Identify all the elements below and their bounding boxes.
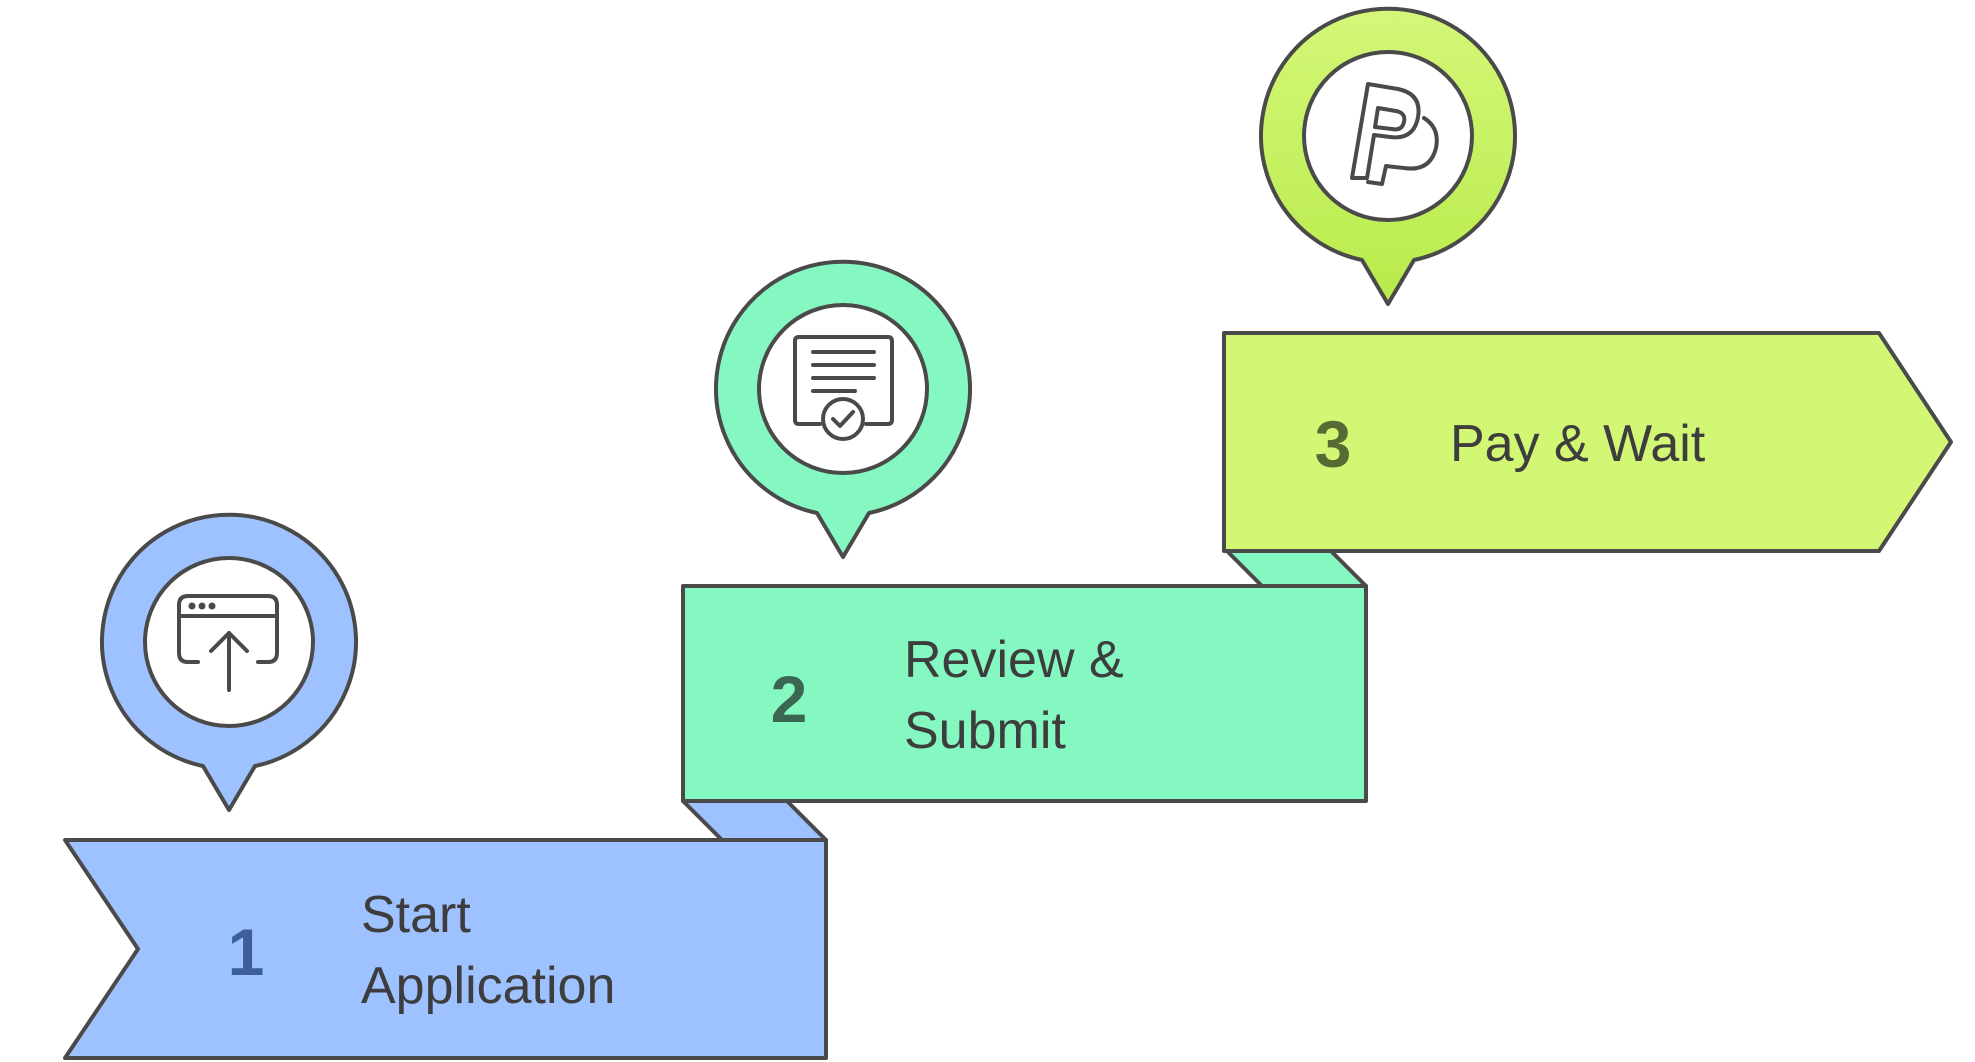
step-1-label-line-1: Start <box>361 886 471 944</box>
step-2-banner <box>681 584 1368 803</box>
document-check-icon <box>793 335 894 441</box>
step-2-pin <box>714 259 972 559</box>
step-2-number: 2 <box>771 662 808 736</box>
step-1-label-line-2: Application <box>361 957 615 1015</box>
step-2-label: Review & Submit <box>904 631 1138 760</box>
step-3-label: Pay & Wait <box>1450 415 1706 473</box>
step-3-number: 3 <box>1315 407 1352 481</box>
step-1-banner <box>63 838 828 1060</box>
step-2: 2 Review & Submit <box>681 259 1368 803</box>
step-3-banner <box>1222 331 1953 553</box>
step-2-label-line-2: Submit <box>904 702 1066 760</box>
step-3-pin <box>1259 6 1517 306</box>
browser-upload-icon <box>177 594 279 692</box>
step-1: 1 Start Application <box>63 512 828 1060</box>
step-2-label-line-1: Review & <box>904 631 1124 689</box>
step-2-connector <box>1222 546 1368 588</box>
step-1-number: 1 <box>228 915 265 989</box>
step-3: 3 Pay & Wait <box>1222 6 1953 553</box>
step-1-pin <box>100 512 358 812</box>
paypal-icon <box>1350 82 1439 186</box>
step-1-connector <box>681 799 828 842</box>
browser-dots <box>188 602 216 610</box>
step-1-label: Start Application <box>361 886 615 1015</box>
